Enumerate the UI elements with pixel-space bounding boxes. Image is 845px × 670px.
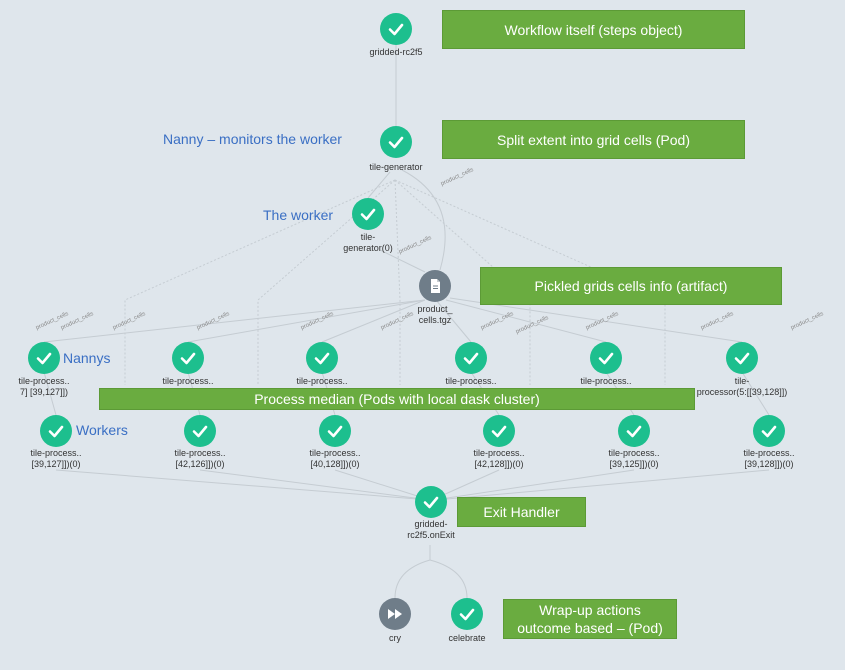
workflow-node-worker[interactable] — [184, 415, 216, 447]
edge — [401, 169, 446, 271]
workflow-node-tile-generator[interactable] — [380, 126, 412, 158]
node-label: tile-process.. [39,127]])(0) — [30, 448, 82, 469]
check-icon — [734, 352, 750, 365]
check-icon — [360, 208, 376, 221]
node-label: tile- generator(0) — [343, 232, 393, 253]
edge — [394, 545, 431, 599]
workflow-node-nanny[interactable] — [590, 342, 622, 374]
edge — [433, 469, 635, 501]
workflow-node-cry[interactable] — [379, 598, 411, 630]
edge — [394, 179, 401, 385]
skipped-icon — [388, 609, 402, 619]
edge — [435, 469, 770, 501]
edge — [187, 299, 426, 343]
check-icon — [626, 425, 642, 438]
annotation-nannys: Nannys — [63, 350, 111, 366]
node-label: gridded-rc2f5 — [369, 47, 423, 57]
annotation-worker: The worker — [263, 207, 334, 223]
callout-pickled: Pickled grids cells info (artifact) — [481, 268, 781, 304]
node-label: tile- processor(5:[[39,128]]) — [696, 376, 788, 397]
check-icon — [327, 425, 343, 438]
callout-wrapup: Wrap-up actions outcome based – (Pod) — [504, 600, 676, 638]
workflow-node-nanny[interactable] — [726, 342, 758, 374]
check-icon — [598, 352, 614, 365]
workflow-node-celebrate[interactable] — [451, 598, 483, 630]
workflow-node-worker[interactable] — [753, 415, 785, 447]
edge — [334, 469, 431, 501]
edge — [429, 545, 468, 599]
check-icon — [459, 608, 475, 621]
edge — [321, 299, 426, 343]
check-icon — [491, 425, 507, 438]
node-label: tile-process.. — [580, 376, 632, 386]
edge — [55, 469, 431, 501]
check-icon — [48, 425, 64, 438]
node-label: tile-process.. — [445, 376, 497, 386]
callout-exit-handler: Exit Handler — [458, 498, 585, 526]
edge — [394, 179, 666, 385]
node-label: gridded- rc2f5.onExit — [407, 519, 455, 540]
check-icon — [180, 352, 196, 365]
check-icon — [463, 352, 479, 365]
workflow-node-nanny[interactable] — [455, 342, 487, 374]
node-label: celebrate — [448, 633, 486, 643]
workflow-node-exit-handler[interactable] — [415, 486, 447, 518]
callout-process-median: Process median (Pods with local dask clu… — [100, 389, 694, 409]
workflow-node-worker[interactable] — [618, 415, 650, 447]
node-label: tile-process.. [42,126]])(0) — [174, 448, 226, 469]
edge — [379, 249, 426, 273]
workflow-node-tile-generator-pod[interactable] — [352, 198, 384, 230]
workflow-node-nanny[interactable] — [28, 342, 60, 374]
edge — [741, 371, 770, 416]
node-label: tile-process.. [42,128]])(0) — [473, 448, 525, 469]
edge — [257, 179, 396, 385]
node-label: product_ cells.tgz — [417, 304, 453, 325]
check-icon — [388, 136, 404, 149]
workflow-node-worker[interactable] — [40, 415, 72, 447]
node-label: cry — [389, 633, 401, 643]
annotation-nanny-monitor: Nanny – monitors the worker — [163, 131, 342, 147]
workflow-node-nanny[interactable] — [172, 342, 204, 374]
workflow-node-nanny[interactable] — [306, 342, 338, 374]
check-icon — [314, 352, 330, 365]
workflow-node-root[interactable] — [380, 13, 412, 45]
edge — [43, 371, 57, 416]
node-label: tile-process.. 7] [39,127]]) — [18, 376, 70, 397]
edge — [199, 469, 431, 501]
file-icon — [431, 279, 440, 293]
check-icon — [36, 352, 52, 365]
node-label: tile-process.. [39,125]])(0) — [608, 448, 660, 469]
check-icon — [388, 23, 404, 36]
edge — [449, 297, 743, 343]
check-icon — [192, 425, 208, 438]
check-icon — [761, 425, 777, 438]
edge — [43, 299, 426, 343]
callout-split: Split extent into grid cells (Pod) — [443, 121, 744, 158]
edge — [435, 299, 472, 343]
edge — [124, 179, 396, 385]
node-label: tile-process.. [39,128]])(0) — [743, 448, 795, 469]
workflow-node-worker[interactable] — [483, 415, 515, 447]
edge — [367, 171, 391, 199]
annotation-workers: Workers — [76, 422, 128, 438]
callout-workflow: Workflow itself (steps object) — [443, 11, 744, 48]
check-icon — [423, 496, 439, 509]
artifact-node-product-cells[interactable] — [419, 270, 451, 302]
workflow-node-worker[interactable] — [319, 415, 351, 447]
node-label: tile-process.. — [296, 376, 348, 386]
edge — [445, 299, 607, 343]
node-label: tile-generator — [369, 162, 423, 172]
node-label: tile-process.. [40,128]])(0) — [309, 448, 361, 469]
node-label: tile-process.. — [162, 376, 214, 386]
